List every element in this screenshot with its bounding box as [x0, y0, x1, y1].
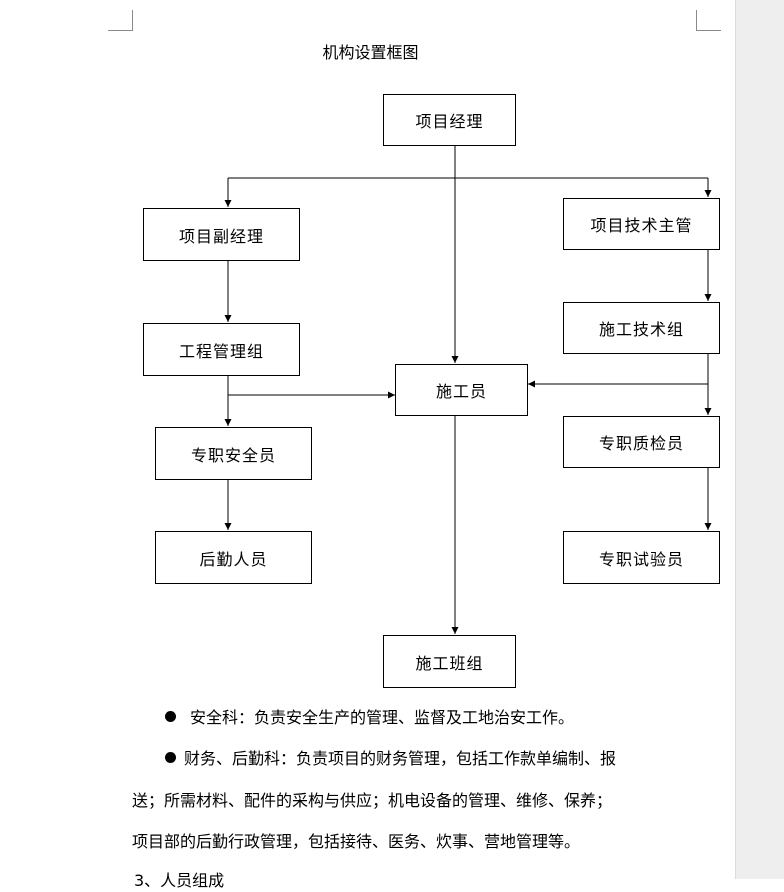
section-heading-partial: 3、人员组成 — [134, 871, 225, 890]
bullet-icon — [165, 752, 176, 763]
node-project-manager: 项目经理 — [383, 94, 516, 146]
node-construction-team: 施工班组 — [383, 635, 516, 688]
node-deputy-manager: 项目副经理 — [143, 208, 300, 261]
node-tech-director: 项目技术主管 — [563, 198, 720, 250]
node-constructor: 施工员 — [395, 364, 528, 416]
node-safety-officer: 专职安全员 — [155, 427, 312, 480]
page-corner-mark-right — [696, 10, 721, 31]
paragraph-finance-line-1: 财务、后勤科：负责项目的财务管理，包括工作款单编制、报 — [165, 748, 616, 770]
node-test-officer: 专职试验员 — [563, 531, 720, 584]
paragraph-finance-line-3: 项目部的后勤行政管理，包括接待、医务、炊事、营地管理等。 — [132, 832, 581, 851]
node-quality-inspector: 专职质检员 — [563, 416, 720, 468]
page-corner-mark-left — [108, 10, 133, 31]
bullet-icon — [165, 711, 176, 722]
node-logistics-staff: 后勤人员 — [155, 531, 312, 584]
paragraph-safety: 安全科：负责安全生产的管理、监督及工地治安工作。 — [165, 707, 574, 729]
paragraph-finance-line-2: 送；所需材料、配件的采构与供应；机电设备的管理、维修、保养； — [132, 791, 613, 810]
page-margin-strip — [735, 0, 784, 879]
chart-title: 机构设置框图 — [322, 43, 419, 62]
node-engineering-group: 工程管理组 — [143, 323, 300, 376]
node-construction-tech-group: 施工技术组 — [563, 302, 720, 354]
